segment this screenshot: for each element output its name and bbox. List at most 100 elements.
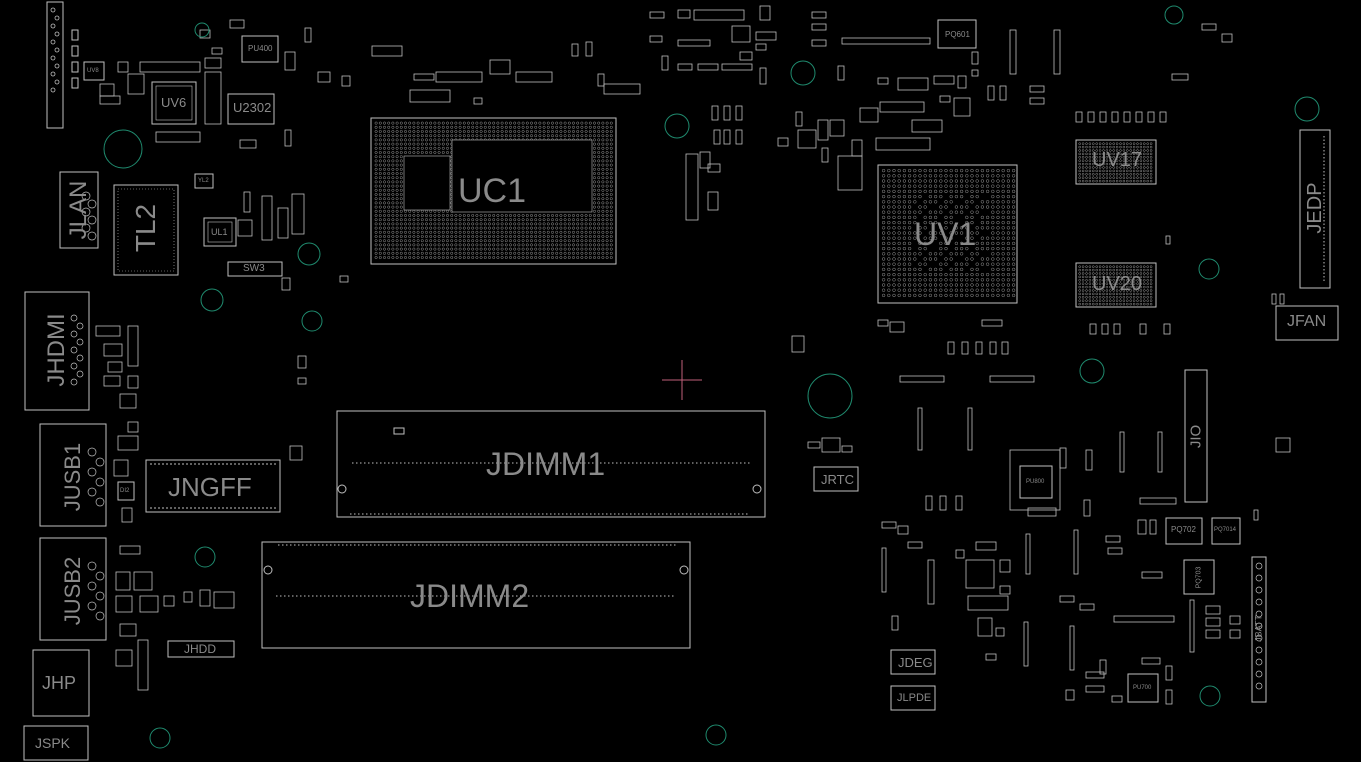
jusb2-connector[interactable] xyxy=(39,537,107,641)
hdmi-passives xyxy=(95,325,307,409)
jspk-connector[interactable] xyxy=(23,725,89,761)
sw3-label: SW3 xyxy=(243,263,265,274)
pu700-label: PU700 xyxy=(1133,685,1152,691)
u2302-chip[interactable] xyxy=(227,93,275,125)
uv6-label: UV6 xyxy=(161,95,187,110)
upper-right-passives xyxy=(777,11,1233,191)
via-ring xyxy=(149,727,171,749)
jrtc-connector[interactable] xyxy=(813,466,859,492)
ul1-chip[interactable] xyxy=(203,217,237,247)
jusb1-label: JUSB1 xyxy=(60,442,85,512)
uv8-chip[interactable] xyxy=(83,61,105,81)
jfan-label: JFAN xyxy=(1287,313,1327,330)
tl2-transformer[interactable] xyxy=(113,184,179,276)
via-ring xyxy=(194,546,216,568)
via-ring xyxy=(1198,258,1220,280)
uc1-label: UC1 xyxy=(458,172,527,210)
jhp-connector[interactable] xyxy=(32,649,90,717)
jlpde-label: JLPDE xyxy=(897,692,932,704)
jspk-label: JSPK xyxy=(35,735,71,751)
jlpde-connector[interactable] xyxy=(890,685,936,711)
rtc-passives xyxy=(807,437,853,453)
jhdmi-label: JHDMI xyxy=(43,313,70,387)
uv20-chip[interactable] xyxy=(1075,262,1157,308)
jusb2-label: JUSB2 xyxy=(60,556,85,626)
via-ring xyxy=(1164,5,1184,25)
tl2-label: TL2 xyxy=(130,203,161,253)
via-ring xyxy=(1294,96,1320,122)
jhp-label: JHP xyxy=(42,673,77,693)
pu400-label: PU400 xyxy=(248,44,273,53)
via-ring xyxy=(200,288,224,312)
via-ring xyxy=(103,129,143,169)
usb2-passives xyxy=(115,545,235,691)
via-ring xyxy=(194,22,210,38)
uv17-grid-balls xyxy=(1078,142,1153,183)
jdimm1-slot[interactable] xyxy=(336,410,766,518)
jngff-label: JNGFF xyxy=(168,472,252,502)
jlan-connector[interactable] xyxy=(59,171,99,249)
via-ring xyxy=(807,373,853,419)
jbatt-label: JBATT xyxy=(1253,615,1264,642)
pu700-chip[interactable] xyxy=(1127,673,1159,703)
via-ring xyxy=(1199,685,1221,707)
jio-connector[interactable] xyxy=(1184,369,1208,503)
uc1-right-passives xyxy=(685,105,743,221)
pq703-label: PQ703 xyxy=(1195,566,1203,589)
uc1-bga-chip[interactable] xyxy=(370,117,617,265)
pq702-label: PQ702 xyxy=(1171,525,1196,534)
left-edge-connector[interactable] xyxy=(46,1,79,129)
jdimm2-label: JDIMM2 xyxy=(410,578,530,614)
u2302-label: U2302 xyxy=(233,100,272,115)
ul1-label: UL1 xyxy=(211,227,228,237)
lower-right-passives xyxy=(881,431,1291,705)
pq703-chip[interactable] xyxy=(1183,559,1215,595)
jdimm1-label: JDIMM1 xyxy=(486,446,606,482)
jfan-connector[interactable] xyxy=(1275,305,1339,341)
uv20-label: UV20 xyxy=(1092,273,1143,295)
jdimm2-slot[interactable] xyxy=(261,541,691,649)
pu800-chip[interactable] xyxy=(1019,465,1053,499)
via-ring xyxy=(301,310,323,332)
jbatt-connector[interactable] xyxy=(1251,556,1267,703)
uv1-grid-balls xyxy=(881,168,1016,298)
jusb1-connector[interactable] xyxy=(39,423,107,527)
di2-diode[interactable] xyxy=(117,481,135,501)
yl2-crystal[interactable] xyxy=(194,173,214,189)
pq702-chip[interactable] xyxy=(1165,517,1203,545)
via-ring xyxy=(790,60,816,86)
sw3-switch[interactable] xyxy=(227,261,283,277)
uv6-chip[interactable] xyxy=(151,81,197,125)
pu400-chip[interactable] xyxy=(241,35,279,63)
uc1-grid-balls xyxy=(374,121,613,259)
pq601-label: PQ601 xyxy=(945,30,970,39)
jrtc-label: JRTC xyxy=(821,472,854,487)
pq601-chip[interactable] xyxy=(937,19,977,49)
pq7014-label: PQ7014 xyxy=(1214,527,1237,533)
di2-label: DI2 xyxy=(120,488,130,494)
pu800-label: PU800 xyxy=(1026,479,1045,485)
via-ring xyxy=(297,242,321,266)
jedp-connector[interactable] xyxy=(1299,129,1331,289)
center-top-passives xyxy=(409,5,777,105)
jdeg-connector[interactable] xyxy=(890,649,936,675)
uv1-bga-chip[interactable] xyxy=(877,164,1018,304)
jedp-label: JEDP xyxy=(1304,182,1326,234)
uv8-label: UV8 xyxy=(87,68,99,74)
uv17-chip[interactable] xyxy=(1075,139,1157,185)
jlan-label: JLAN xyxy=(65,180,92,240)
via-ring xyxy=(705,724,727,746)
jdeg-label: JDEG xyxy=(898,655,933,670)
jhdmi-connector[interactable] xyxy=(24,291,90,411)
jngff-connector[interactable] xyxy=(145,459,281,513)
via-ring xyxy=(1079,358,1105,384)
uv-passives xyxy=(791,111,1285,451)
yl2-label: YL2 xyxy=(198,178,209,184)
pq7014-chip[interactable] xyxy=(1211,517,1241,545)
ul1-passives xyxy=(237,191,349,291)
uv1-label: UV1 xyxy=(914,216,977,252)
cursor-crosshair xyxy=(662,360,702,400)
jhdd-connector[interactable] xyxy=(167,640,235,658)
jhdd-label: JHDD xyxy=(184,642,216,656)
